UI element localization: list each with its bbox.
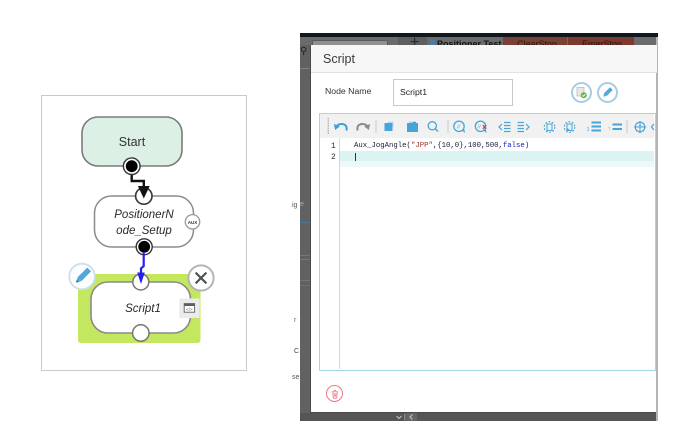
svg-text:AUX: AUX: [188, 220, 198, 225]
svg-text:1: 1: [587, 127, 590, 133]
svg-text://: //: [456, 125, 461, 131]
svg-text:</>: </>: [186, 307, 193, 312]
svg-text:T: T: [638, 125, 642, 131]
svg-text:ode_Setup: ode_Setup: [116, 225, 172, 237]
svg-text:↑: ↑: [608, 127, 611, 133]
svg-text:Start: Start: [119, 135, 146, 149]
svg-text://: //: [476, 125, 481, 131]
svg-text:PositionerN: PositionerN: [114, 209, 174, 221]
svg-text:Script1: Script1: [125, 303, 161, 315]
